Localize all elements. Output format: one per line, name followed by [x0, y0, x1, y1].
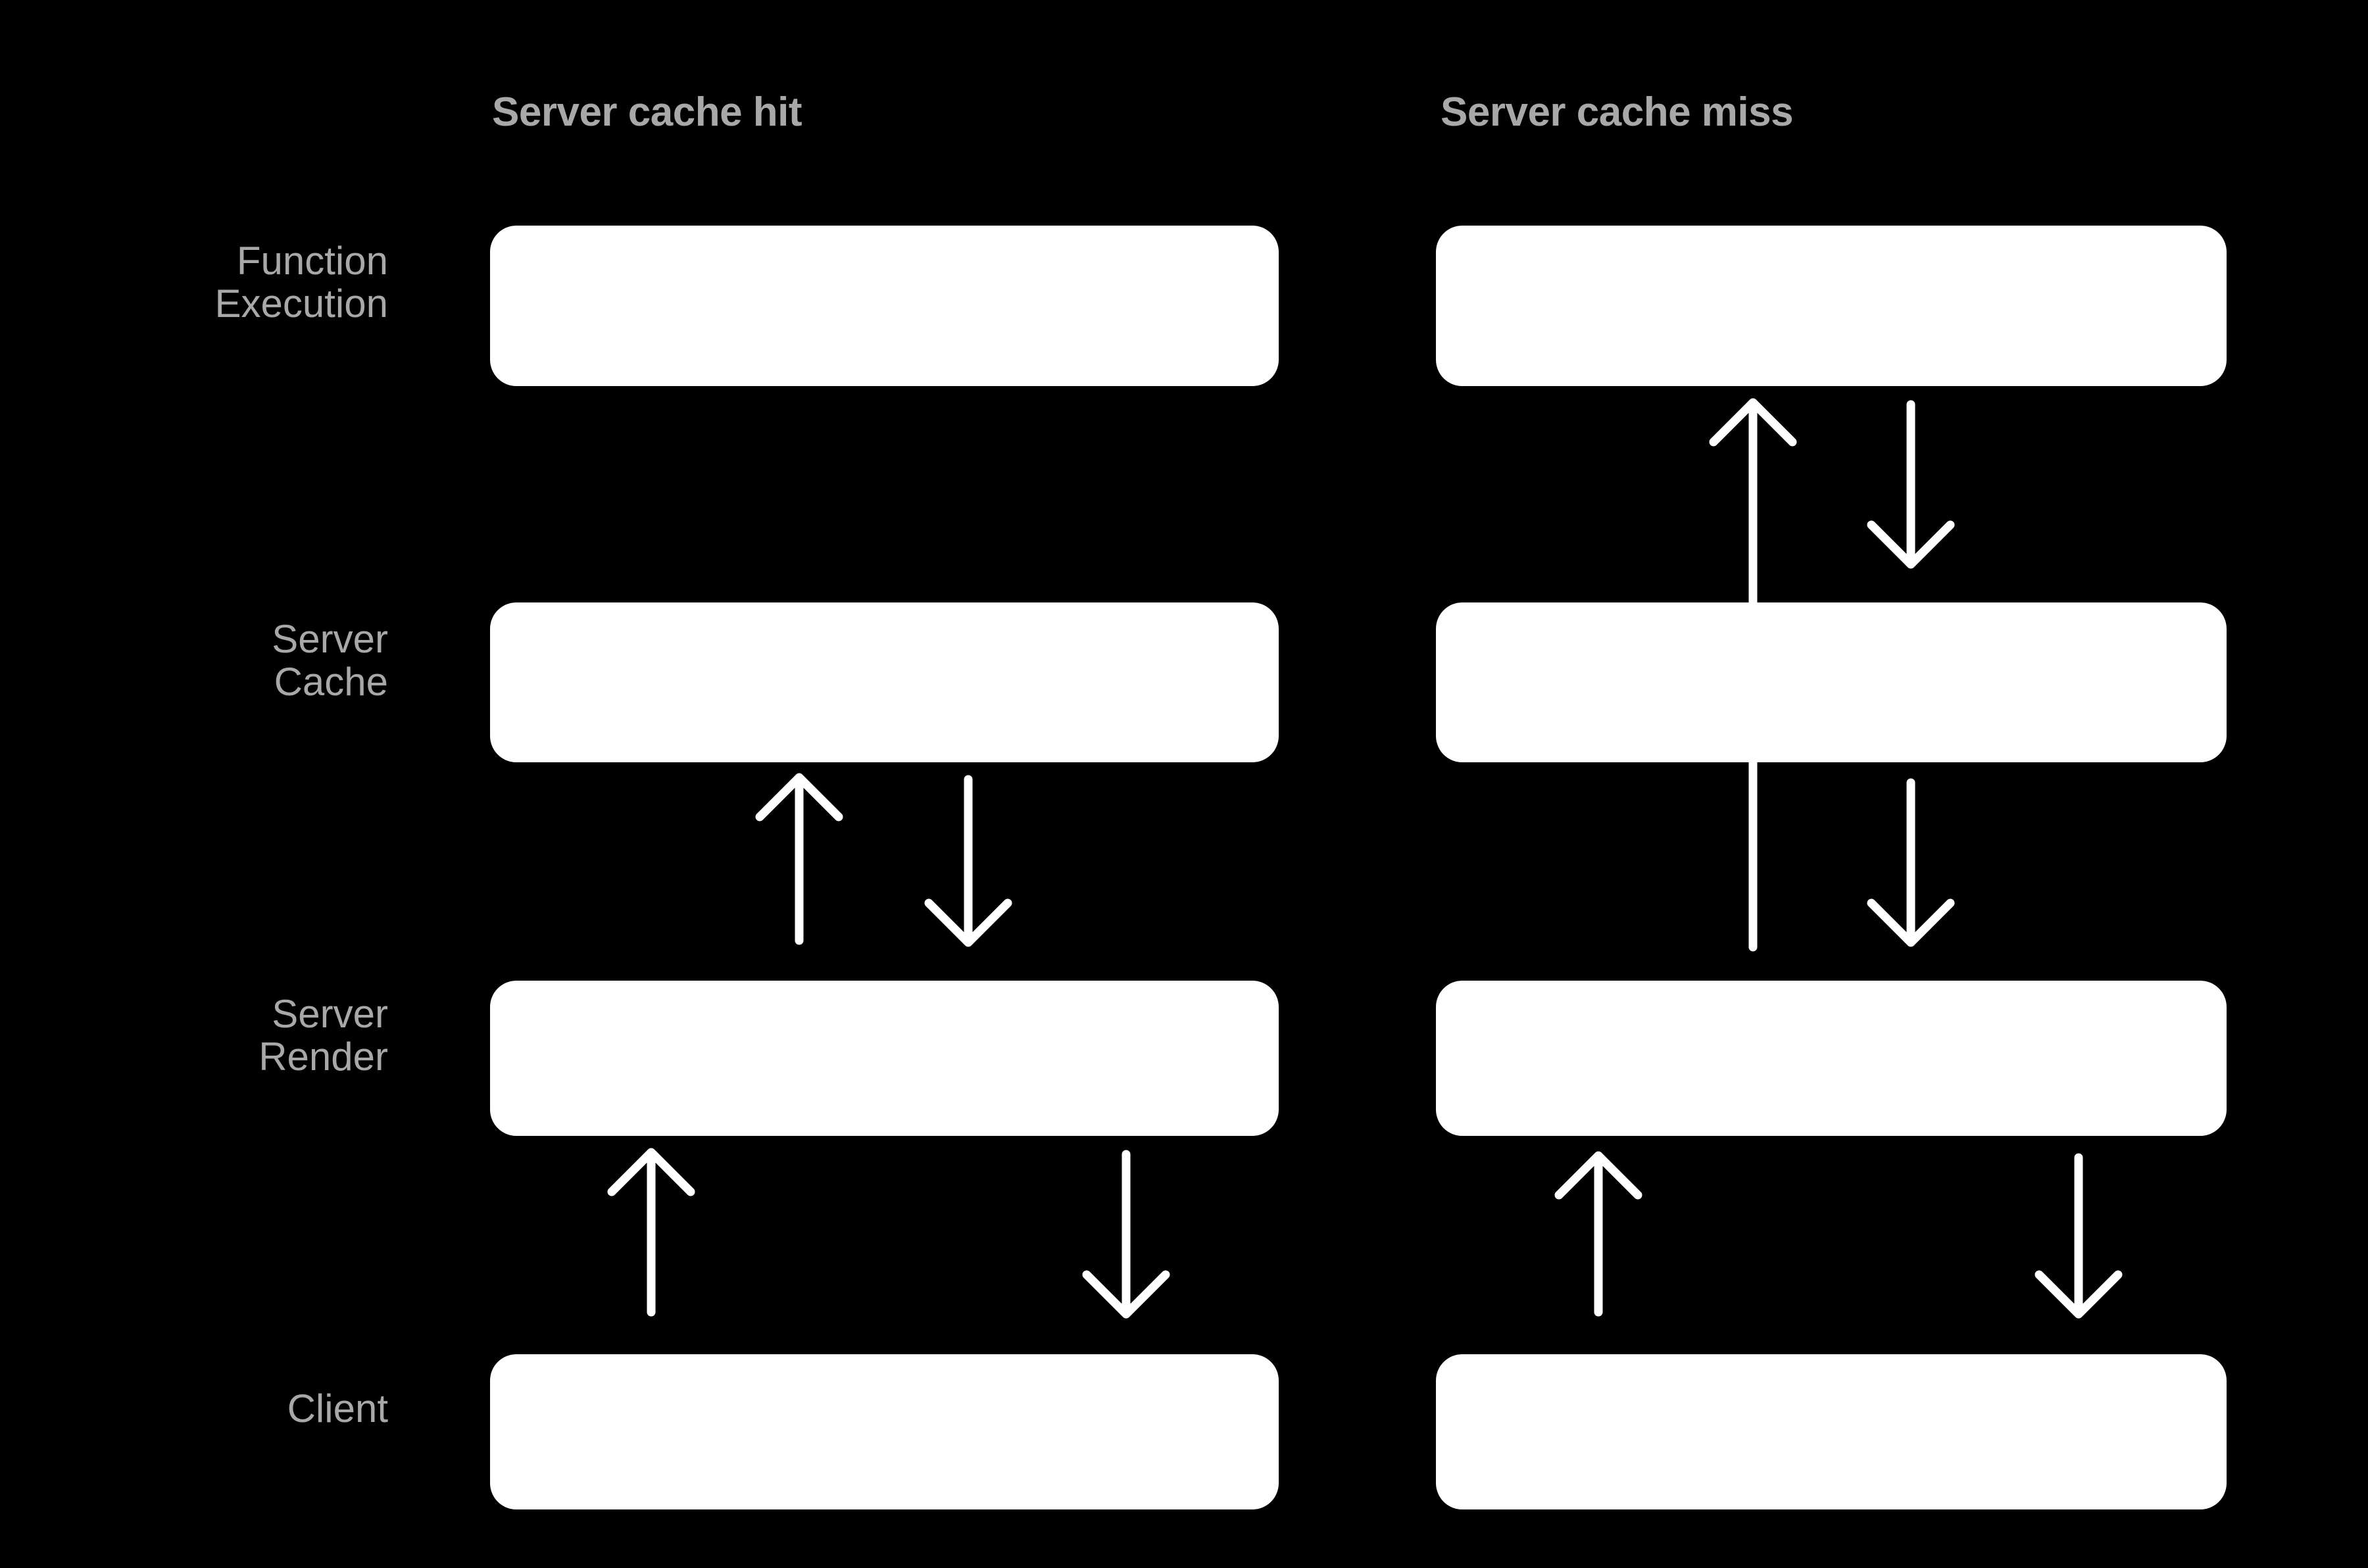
- row-label-function-execution: Function Execution: [214, 239, 389, 326]
- node-hit-server-cache[interactable]: [490, 602, 1279, 762]
- node-hit-server-render[interactable]: [490, 981, 1279, 1136]
- node-miss-client[interactable]: [1436, 1354, 2227, 1509]
- row-label-server-render: Server Render: [259, 992, 388, 1079]
- node-miss-server-cache[interactable]: [1436, 602, 2227, 762]
- node-hit-client[interactable]: [490, 1354, 1279, 1509]
- node-miss-server-render[interactable]: [1436, 981, 2227, 1136]
- column-header-server-cache-miss: Server cache miss: [1441, 89, 1794, 135]
- row-label-client: Client: [287, 1386, 388, 1431]
- node-hit-function-execution[interactable]: [490, 226, 1279, 386]
- column-header-server-cache-hit: Server cache hit: [492, 89, 802, 135]
- row-label-server-cache: Server Cache: [272, 617, 388, 704]
- node-miss-function-execution[interactable]: [1436, 226, 2227, 386]
